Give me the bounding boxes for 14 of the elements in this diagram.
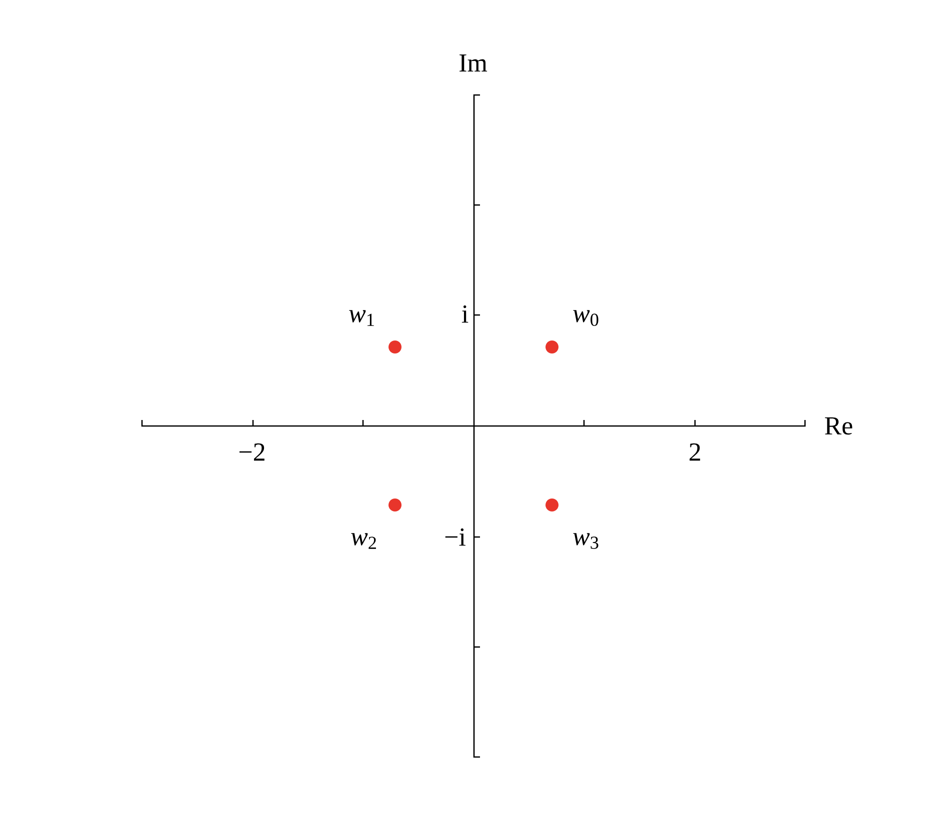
point-label: w$_{2}$ [351, 533, 376, 549]
point-label: w$_{1}$ [349, 310, 374, 326]
point-marker [546, 498, 558, 512]
tick-label: 2 [690, 443, 700, 461]
tick-label: i [462, 305, 468, 323]
axis-title: Re [824, 417, 852, 435]
point-label: w$_{3}$ [573, 533, 598, 549]
point-marker [388, 340, 402, 354]
tick-label: −2 [239, 443, 264, 461]
point-label: w$_{0}$ [573, 310, 598, 326]
tick-label: −i [445, 528, 466, 546]
point-marker [546, 340, 558, 354]
point-marker [388, 498, 402, 512]
axis-title: Im [460, 54, 488, 72]
